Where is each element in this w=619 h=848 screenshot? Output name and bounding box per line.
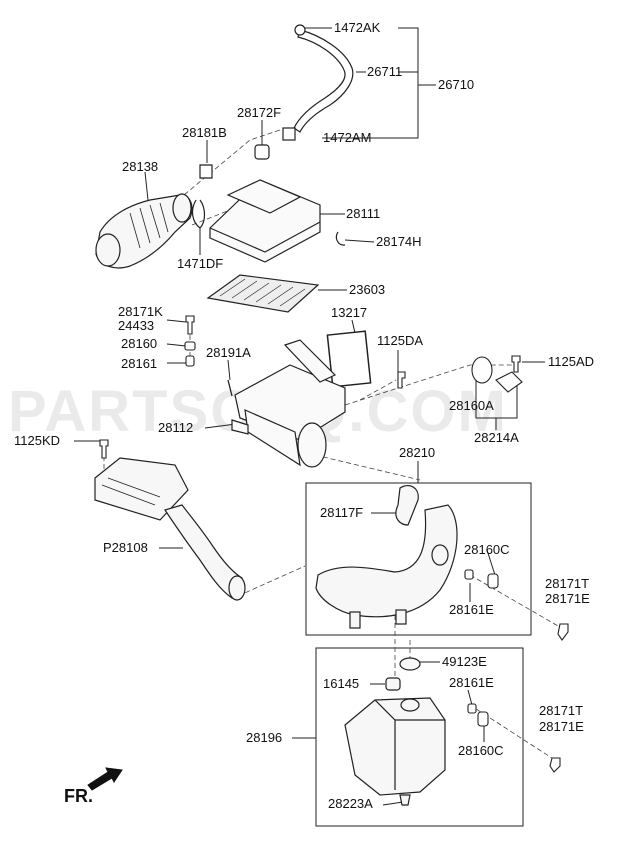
- cap-49123E: [399, 657, 421, 671]
- gasket-13217: [326, 330, 372, 388]
- resonator-duct-28210: [315, 485, 458, 629]
- label-28138[interactable]: 28138: [122, 159, 159, 174]
- washer-28160: [184, 341, 196, 351]
- label-28160C-b[interactable]: 28160C: [458, 743, 504, 758]
- dash-28171T-a: [469, 574, 566, 631]
- label-1125KD[interactable]: 1125KD: [14, 433, 61, 448]
- intake-hose-28138: [95, 193, 193, 269]
- label-28171E-a[interactable]: 28171E: [545, 591, 590, 606]
- leader-28160C-a: [486, 549, 496, 576]
- label-28171T-b[interactable]: 28171T: [539, 703, 584, 718]
- grommet-28160A: [471, 356, 493, 384]
- label-P28108[interactable]: P28108: [103, 540, 148, 555]
- grommet-28160C-b: [477, 711, 489, 727]
- bolt-28171K: [185, 315, 195, 335]
- pin-28191A: [227, 379, 233, 397]
- front-marker: FR.: [64, 786, 93, 806]
- clip-28174H: [335, 231, 346, 246]
- leader-28112: [204, 423, 237, 429]
- clamp-1472AK: [294, 24, 306, 36]
- dash-1125DA: [359, 379, 397, 401]
- intake-duct-P28108: [94, 457, 246, 601]
- leader-28174H: [344, 239, 375, 243]
- valve-28172F: [254, 144, 270, 160]
- dash-snorkel-to-28210: [314, 454, 421, 481]
- label-49123E[interactable]: 49123E: [442, 654, 487, 669]
- label-28171K[interactable]: 28171K: [118, 304, 163, 319]
- label-1125AD[interactable]: 1125AD: [548, 354, 595, 369]
- grommet-16145: [385, 677, 401, 691]
- leader-28161E-b: [467, 689, 473, 706]
- label-26710[interactable]: 26710: [438, 77, 475, 92]
- label-28112[interactable]: 28112: [158, 420, 194, 435]
- clamp-1471DF: [191, 199, 206, 229]
- label-28223A[interactable]: 28223A: [328, 796, 373, 811]
- label-28161E-b[interactable]: 28161E: [449, 675, 494, 690]
- label-1125DA[interactable]: 1125DA: [377, 333, 424, 348]
- resonator-28196: [344, 657, 446, 806]
- leader-28160: [166, 343, 187, 347]
- label-1471DF[interactable]: 1471DF: [177, 256, 224, 271]
- drain-28223A: [399, 794, 411, 806]
- label-13217[interactable]: 13217: [331, 305, 368, 320]
- dash-duct-to-resonator: [237, 565, 306, 597]
- bolt-28171T-b: [549, 757, 561, 773]
- label-28117F[interactable]: 28117F: [320, 505, 364, 520]
- front-arrow-icon: [87, 767, 123, 791]
- label-28191A[interactable]: 28191A: [206, 345, 251, 360]
- label-28160A[interactable]: 28160A: [449, 398, 494, 413]
- label-28214A[interactable]: 28214A: [474, 430, 519, 445]
- label-16145[interactable]: 16145: [323, 676, 360, 691]
- bolt-28171T-a: [557, 623, 569, 641]
- label-28171E-b[interactable]: 28171E: [539, 719, 584, 734]
- label-1472AM[interactable]: 1472AM: [323, 130, 372, 145]
- label-28111[interactable]: 28111: [346, 206, 381, 221]
- box-28196-group: [315, 647, 524, 827]
- label-28160C-a[interactable]: 28160C: [464, 542, 510, 557]
- leader-28191A: [227, 359, 231, 381]
- grommet-28161: [185, 355, 195, 367]
- air-cleaner-body-28112: [231, 339, 346, 468]
- label-28210[interactable]: 28210: [399, 445, 436, 460]
- label-28181B[interactable]: 28181B: [182, 125, 227, 140]
- label-23603[interactable]: 23603: [349, 282, 386, 297]
- dash-clamp-to-elbow: [191, 209, 231, 226]
- dash-hose-to-housing: [171, 129, 281, 206]
- bolt-1125DA: [397, 371, 406, 389]
- label-28161E-a[interactable]: 28161E: [449, 602, 494, 617]
- leader-28160A: [475, 380, 518, 430]
- leader-28223A: [382, 801, 404, 806]
- leader-28138: [144, 171, 149, 201]
- grommet-28160C-a: [487, 573, 499, 589]
- dash-28112-to-right: [344, 364, 515, 406]
- label-28171T-a[interactable]: 28171T: [545, 576, 590, 591]
- label-28196[interactable]: 28196: [246, 730, 283, 745]
- label-1472AK[interactable]: 1472AK: [334, 20, 381, 35]
- label-26711[interactable]: 26711: [367, 64, 403, 79]
- grommet-28161E-a: [464, 569, 474, 580]
- bolt-1125KD: [99, 439, 109, 459]
- label-28172F[interactable]: 28172F: [237, 105, 282, 120]
- nipple-28181B: [199, 164, 213, 179]
- label-28160[interactable]: 28160: [121, 336, 158, 351]
- breather-hose-26711: [199, 24, 354, 179]
- leader-28171K: [166, 319, 187, 323]
- label-28174H[interactable]: 28174H: [376, 234, 422, 249]
- leader-13217: [351, 319, 356, 334]
- bolt-1125AD: [511, 355, 521, 373]
- clamp-1472AM: [282, 127, 296, 141]
- bracket-28214A: [495, 371, 523, 393]
- grommet-28161E-b: [467, 703, 477, 714]
- filter-element-23603: [206, 274, 320, 313]
- label-24433[interactable]: 24433: [118, 318, 155, 333]
- air-cleaner-cover-28111: [209, 179, 321, 263]
- label-28161[interactable]: 28161: [121, 356, 158, 371]
- leader-26710: [322, 27, 436, 139]
